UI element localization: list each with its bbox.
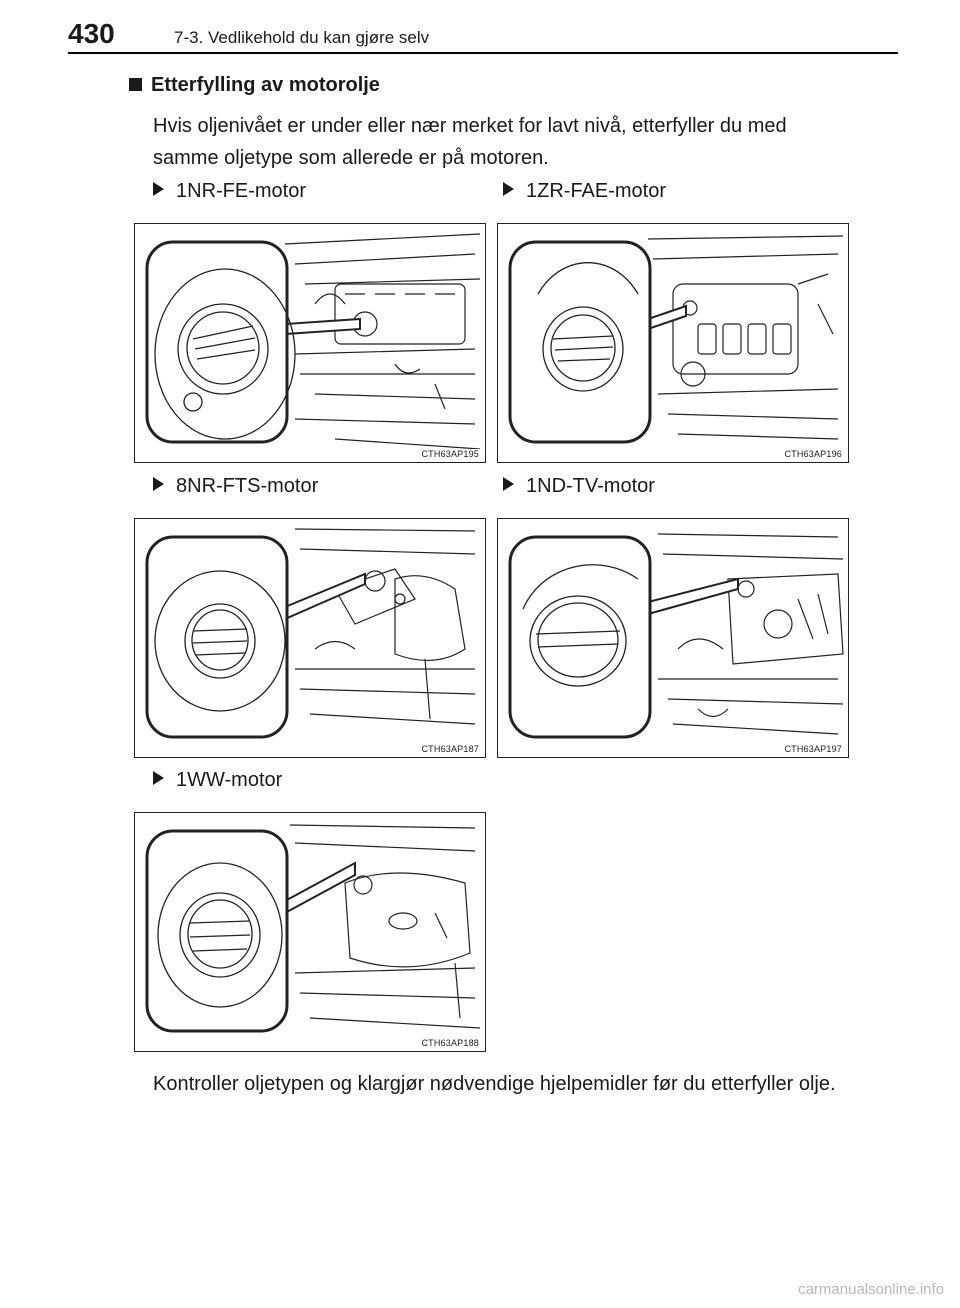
engine-figure: CTH63AP188 (134, 812, 486, 1052)
engine-label-1nd: 1ND-TV-motor (503, 475, 655, 498)
section-title: Etterfylling av motorolje (151, 74, 380, 96)
watermark: carmanualsonline.info (798, 1281, 944, 1298)
oil-cap-illustration (508, 235, 844, 444)
engine-figure: CTH63AP187 (134, 518, 486, 758)
header-rule (68, 52, 898, 54)
engine-label-1zr: 1ZR-FAE-motor (503, 180, 666, 203)
oil-cap-illustration (145, 233, 481, 450)
page-number: 430 (68, 18, 115, 49)
engine-label-1nr: 1NR-FE-motor (153, 180, 306, 203)
figure-code: CTH63AP195 (419, 449, 481, 459)
figure-code: CTH63AP188 (419, 1038, 481, 1048)
figure-code: CTH63AP196 (782, 449, 844, 459)
triangle-bullet-icon (503, 182, 514, 196)
engine-figure: CTH63AP197 (497, 518, 849, 758)
oil-cap-illustration (508, 533, 844, 739)
figure-code: CTH63AP187 (419, 744, 481, 754)
engine-figure: CTH63AP196 (497, 223, 849, 463)
chapter-title: 7-3. Vedlikehold du kan gjøre selv (174, 28, 430, 47)
engine-label-8nr: 8NR-FTS-motor (153, 475, 318, 498)
square-bullet-icon (129, 78, 142, 91)
oil-cap-illustration (145, 528, 476, 739)
triangle-bullet-icon (153, 182, 164, 196)
figure-code: CTH63AP197 (782, 744, 844, 754)
page-header: 430 7-3. Vedlikehold du kan gjøre selv (68, 18, 898, 58)
triangle-bullet-icon (153, 771, 164, 785)
closing-paragraph: Kontroller oljetypen og klargjør nødvend… (153, 1073, 836, 1095)
intro-paragraph: Hvis oljenivået er under eller nær merke… (153, 115, 787, 169)
oil-cap-illustration (145, 824, 481, 1033)
triangle-bullet-icon (503, 477, 514, 491)
engine-label-1ww: 1WW-motor (153, 769, 282, 792)
triangle-bullet-icon (153, 477, 164, 491)
engine-figure: CTH63AP195 (134, 223, 486, 463)
section-heading: Etterfylling av motorolje (129, 74, 380, 97)
